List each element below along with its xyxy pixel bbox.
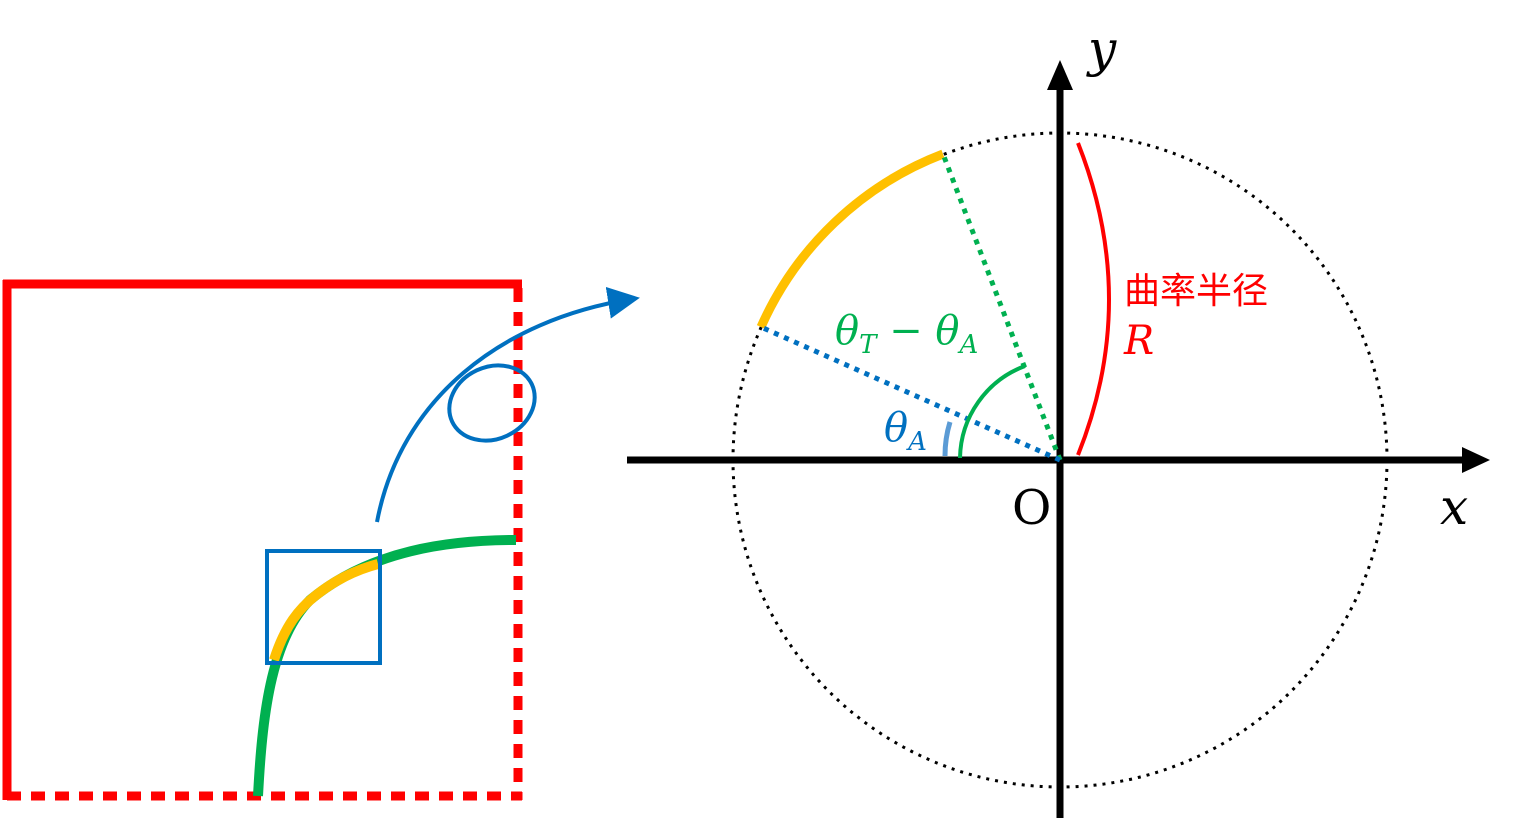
path-segment-yellow: [269, 559, 380, 662]
subscript-t: T: [859, 330, 877, 360]
y-axis-arrow-icon: [1047, 60, 1073, 90]
path-curve-green: [253, 535, 517, 797]
track-outline: [2, 279, 523, 801]
radius-label-jp: 曲率半径: [1124, 271, 1269, 312]
angle-diff-label: θT − θA: [835, 308, 978, 360]
y-axis-label: y: [1088, 20, 1117, 78]
minus-theta: − θ: [876, 308, 960, 354]
radius-line-theta-t: [940, 153, 1063, 461]
zoom-ellipse: [447, 363, 537, 443]
arc-segment-yellow: [756, 149, 945, 329]
x-axis-label: x: [1440, 478, 1469, 536]
theta: θ: [835, 308, 860, 354]
angle-a-label: θA: [884, 405, 927, 457]
origin-label: O: [1012, 480, 1052, 536]
zoom-arrow: [375, 286, 640, 523]
theta: θ: [884, 405, 909, 451]
zoom-box: [265, 549, 382, 665]
x-axis-arrow-icon: [1462, 447, 1490, 473]
subscript-a: A: [908, 427, 927, 457]
radius-brace: [1076, 142, 1111, 456]
angle-arc-theta-a: [942, 421, 953, 457]
radius-symbol: R: [1124, 318, 1155, 364]
subscript-a: A: [959, 330, 979, 360]
angle-arc-theta-diff: [958, 364, 1026, 459]
